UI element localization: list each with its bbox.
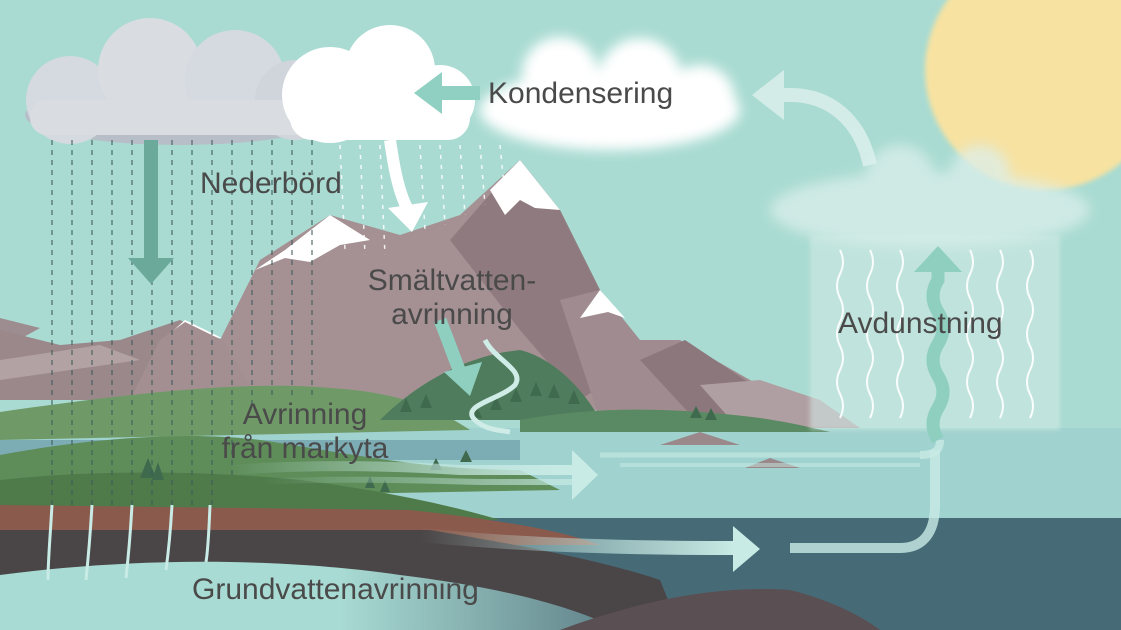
cloud-icon — [480, 37, 740, 150]
infiltration-lines — [46, 504, 212, 581]
river — [469, 338, 520, 435]
sun-icon — [925, 0, 1121, 190]
label-snowmelt-runoff: Smältvatten- avrinning — [352, 264, 552, 332]
label-surface-runoff: Avrinning från markyta — [200, 398, 410, 466]
arrow-icon — [414, 72, 480, 114]
snow-cap — [580, 290, 625, 318]
arrow-icon — [433, 317, 482, 396]
label-surface-runoff-line1: Avrinning — [242, 398, 368, 431]
cloud-icon — [770, 145, 1090, 248]
label-evaporation: Avdunstning — [838, 307, 1003, 340]
arrow-icon — [384, 139, 428, 232]
arrow-icon — [419, 439, 944, 572]
arrow-icon — [752, 70, 877, 167]
snow-cap — [490, 160, 560, 215]
arrow-icon — [128, 140, 174, 284]
snowfall-lines — [339, 144, 506, 256]
precipitation-lines — [51, 140, 313, 505]
vapor-wave-icon — [836, 249, 1034, 419]
label-precipitation: Nederbörd — [200, 167, 342, 200]
groundwater-zone — [0, 561, 620, 630]
label-condensation: Kondensering — [488, 77, 674, 110]
arrow-icon — [914, 246, 962, 444]
island — [660, 432, 740, 445]
label-groundwater-runoff: Grundvattenavrinning — [192, 573, 479, 606]
label-surface-runoff-line2: från markyta — [221, 432, 389, 465]
label-snowmelt-line1: Smältvatten- — [367, 264, 537, 297]
arrow-icon — [229, 450, 920, 500]
label-snowmelt-line2: avrinning — [391, 298, 513, 331]
